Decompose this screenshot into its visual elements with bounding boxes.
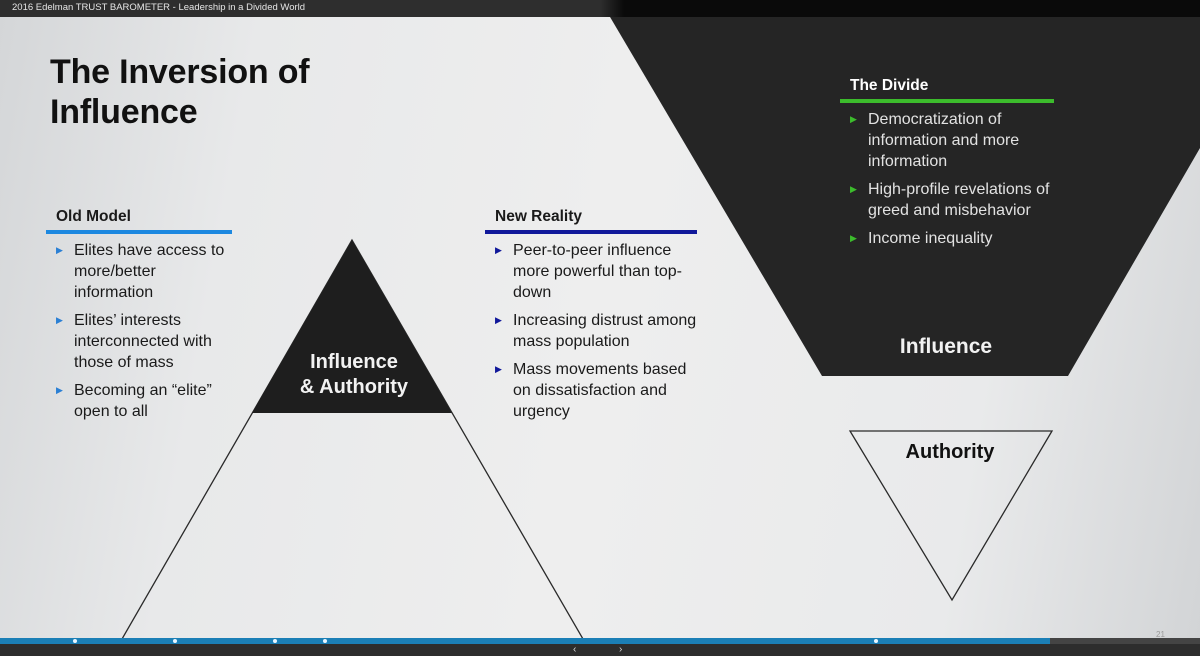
title-line-2: Influence — [50, 93, 198, 131]
new-reality-section: New Reality ▶ Peer-to-peer influence more… — [485, 207, 697, 429]
window-title: 2016 Edelman TRUST BAROMETER - Leadershi… — [12, 2, 306, 13]
page-title: The Inversion of Influence — [50, 52, 310, 132]
inverted-authority-triangle — [848, 430, 1054, 602]
list-item: ▶ Becoming an “elite” open to all — [46, 380, 232, 422]
new-reality-list: ▶ Peer-to-peer influence more powerful th… — [485, 240, 697, 422]
pyramid-top-shape — [252, 240, 452, 413]
list-item: ▶ Peer-to-peer influence more powerful th… — [485, 240, 697, 303]
progress-fill — [0, 638, 1050, 644]
list-item: ▶ Elites’ interests interconnected with t… — [46, 310, 232, 373]
the-divide-heading: The Divide — [850, 77, 929, 94]
slide-marker[interactable] — [173, 639, 177, 643]
slide-marker[interactable] — [73, 639, 77, 643]
list-item: ▶ Income inequality — [840, 228, 1054, 249]
slide-marker[interactable] — [323, 639, 327, 643]
inverted-influence-label: Influence — [899, 335, 993, 358]
bullet-text: Elites have access to more/better inform… — [74, 242, 225, 301]
bullet-text: Becoming an “elite” open to all — [74, 382, 212, 420]
bullet-arrow-icon: ▶ — [495, 315, 502, 325]
the-divide-section: The Divide ▶ Democratization of informati… — [840, 76, 1054, 256]
list-item: ▶ Democratization of information and more… — [840, 109, 1054, 172]
inverted-authority-label: Authority — [905, 441, 995, 463]
bullet-arrow-icon: ▶ — [56, 245, 63, 255]
old-model-section: Old Model ▶ Elites have access to more/be… — [46, 207, 232, 429]
playback-progress-bar[interactable] — [0, 638, 1200, 644]
the-divide-rule — [840, 99, 1054, 103]
new-reality-rule — [485, 230, 697, 234]
bullet-text: Income inequality — [868, 230, 993, 247]
chevron-left-icon[interactable]: ‹ — [573, 644, 577, 655]
bullet-text: Democratization of information and more … — [868, 111, 1020, 170]
bullet-arrow-icon: ▶ — [850, 114, 857, 124]
bullet-text: High-profile revelations of greed and mi… — [868, 181, 1050, 219]
old-model-list: ▶ Elites have access to more/better infor… — [46, 240, 232, 422]
list-item: ▶ Increasing distrust among mass populati… — [485, 310, 697, 352]
bullet-arrow-icon: ▶ — [56, 385, 63, 395]
list-item: ▶ Elites have access to more/better infor… — [46, 240, 232, 303]
pyramid-label-line-1: Influence — [310, 351, 398, 373]
bullet-arrow-icon: ▶ — [850, 233, 857, 243]
bullet-text: Increasing distrust among mass populatio… — [513, 312, 697, 350]
pyramid-label: Influence & Authority — [282, 350, 426, 400]
bullet-arrow-icon: ▶ — [850, 184, 857, 194]
bullet-text: Peer-to-peer influence more powerful tha… — [513, 242, 682, 301]
the-divide-list: ▶ Democratization of information and more… — [840, 109, 1054, 249]
slide-marker[interactable] — [273, 639, 277, 643]
bullet-arrow-icon: ▶ — [56, 315, 63, 325]
chevron-right-icon[interactable]: › — [619, 644, 623, 655]
list-item: ▶ Mass movements based on dissatisfaction… — [485, 359, 697, 422]
slide-marker[interactable] — [874, 639, 878, 643]
pyramid-label-line-2: & Authority — [299, 376, 409, 398]
old-model-rule — [46, 230, 232, 234]
new-reality-heading: New Reality — [495, 208, 583, 225]
inverted-influence-shape — [600, 0, 1200, 376]
title-line-1: The Inversion of — [50, 53, 310, 91]
bullet-text: Mass movements based on dissatisfaction … — [513, 361, 687, 420]
page-number: 21 — [1156, 630, 1165, 639]
bullet-text: Elites’ interests interconnected with th… — [74, 312, 212, 371]
player-controls: ‹ › — [0, 644, 1200, 656]
bullet-arrow-icon: ▶ — [495, 245, 502, 255]
old-model-heading: Old Model — [56, 208, 131, 225]
bullet-arrow-icon: ▶ — [495, 364, 502, 374]
list-item: ▶ High-profile revelations of greed and m… — [840, 179, 1054, 221]
window-titlebar: 2016 Edelman TRUST BAROMETER - Leadershi… — [0, 0, 1200, 17]
